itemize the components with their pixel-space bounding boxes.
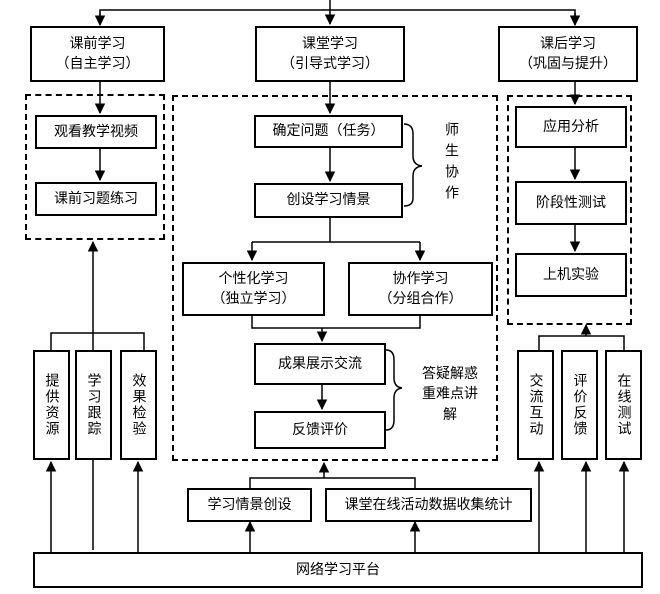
post-class-title: 课后学习	[540, 35, 596, 52]
network-platform-label: 网络学习平台	[296, 561, 380, 578]
in-class-subtitle: （引导式学习）	[281, 56, 379, 72]
pre-exercise-step: 课前习题练习	[35, 182, 157, 216]
pre-class-subtitle: （自主学习）	[55, 56, 140, 72]
watch-video-step: 观看教学视频	[35, 115, 157, 149]
lab-step: 上机实验	[515, 253, 627, 297]
provide-resources-label: 提供资源	[43, 373, 60, 437]
teacher-student-note: 师生协作	[443, 122, 459, 206]
individual-learning-subtitle: （独立学习）	[211, 291, 296, 307]
pre-class-title: 课前学习	[69, 35, 126, 52]
scenario-creation-tool: 学习情景创设	[187, 488, 312, 522]
effect-check-box: 效果检验	[120, 350, 157, 460]
qa-note: 答疑解惑 重难点讲 解	[408, 364, 492, 425]
apply-analysis-label: 应用分析	[543, 118, 599, 135]
provide-resources-box: 提供资源	[33, 350, 70, 460]
learning-tracking-label: 学习跟踪	[85, 373, 102, 437]
individual-learning-title: 个性化学习	[218, 270, 289, 287]
define-problem-step: 确定问题（任务）	[254, 115, 403, 148]
online-test-label: 在线测试	[615, 373, 632, 437]
interaction-label: 交流互动	[527, 373, 544, 437]
create-scenario-label: 创设学习情景	[286, 192, 371, 209]
pre-exercise-label: 课前习题练习	[54, 190, 138, 207]
create-scenario-step: 创设学习情景	[254, 183, 403, 218]
data-collection-label: 课堂在线活动数据收集统计	[344, 496, 513, 513]
feedback-label: 反馈评价	[292, 421, 348, 438]
pre-class-region	[25, 94, 165, 240]
show-results-step: 成果展示交流	[254, 343, 386, 385]
evaluation-feedback-label: 评价反馈	[571, 373, 588, 437]
watch-video-label: 观看教学视频	[54, 123, 138, 140]
post-class-region	[507, 95, 632, 325]
define-problem-label: 确定问题（任务）	[272, 123, 385, 140]
pre-class-header: 课前学习 （自主学习）	[30, 26, 165, 82]
collab-learning-step: 协作学习 （分组合作）	[348, 262, 493, 316]
lab-label: 上机实验	[543, 266, 599, 283]
individual-learning-step: 个性化学习 （独立学习）	[182, 262, 325, 316]
learning-tracking-box: 学习跟踪	[75, 350, 112, 460]
apply-analysis-step: 应用分析	[515, 106, 627, 148]
scenario-creation-label: 学习情景创设	[207, 496, 292, 513]
qa-note-line-3: 解	[443, 406, 457, 423]
show-results-label: 成果展示交流	[278, 355, 362, 372]
stage-test-step: 阶段性测试	[515, 181, 627, 225]
post-class-subtitle: （巩固与提升）	[519, 56, 617, 72]
effect-check-label: 效果检验	[130, 373, 147, 437]
evaluation-feedback-box: 评价反馈	[561, 350, 598, 460]
network-platform: 网络学习平台	[33, 552, 643, 588]
data-collection-tool: 课堂在线活动数据收集统计	[325, 488, 532, 522]
interaction-box: 交流互动	[517, 350, 554, 460]
in-class-region	[172, 95, 498, 461]
post-class-header: 课后学习 （巩固与提升）	[498, 26, 638, 82]
online-test-box: 在线测试	[605, 350, 642, 460]
in-class-title: 课堂学习	[302, 35, 358, 52]
collab-learning-subtitle: （分组合作）	[378, 291, 463, 307]
stage-test-label: 阶段性测试	[536, 194, 606, 211]
feedback-step: 反馈评价	[254, 411, 386, 449]
qa-note-line-1: 答疑解惑	[422, 366, 478, 382]
in-class-header: 课堂学习 （引导式学习）	[255, 26, 405, 82]
qa-note-line-2: 重难点讲	[422, 386, 478, 403]
collab-learning-title: 协作学习	[392, 270, 449, 287]
